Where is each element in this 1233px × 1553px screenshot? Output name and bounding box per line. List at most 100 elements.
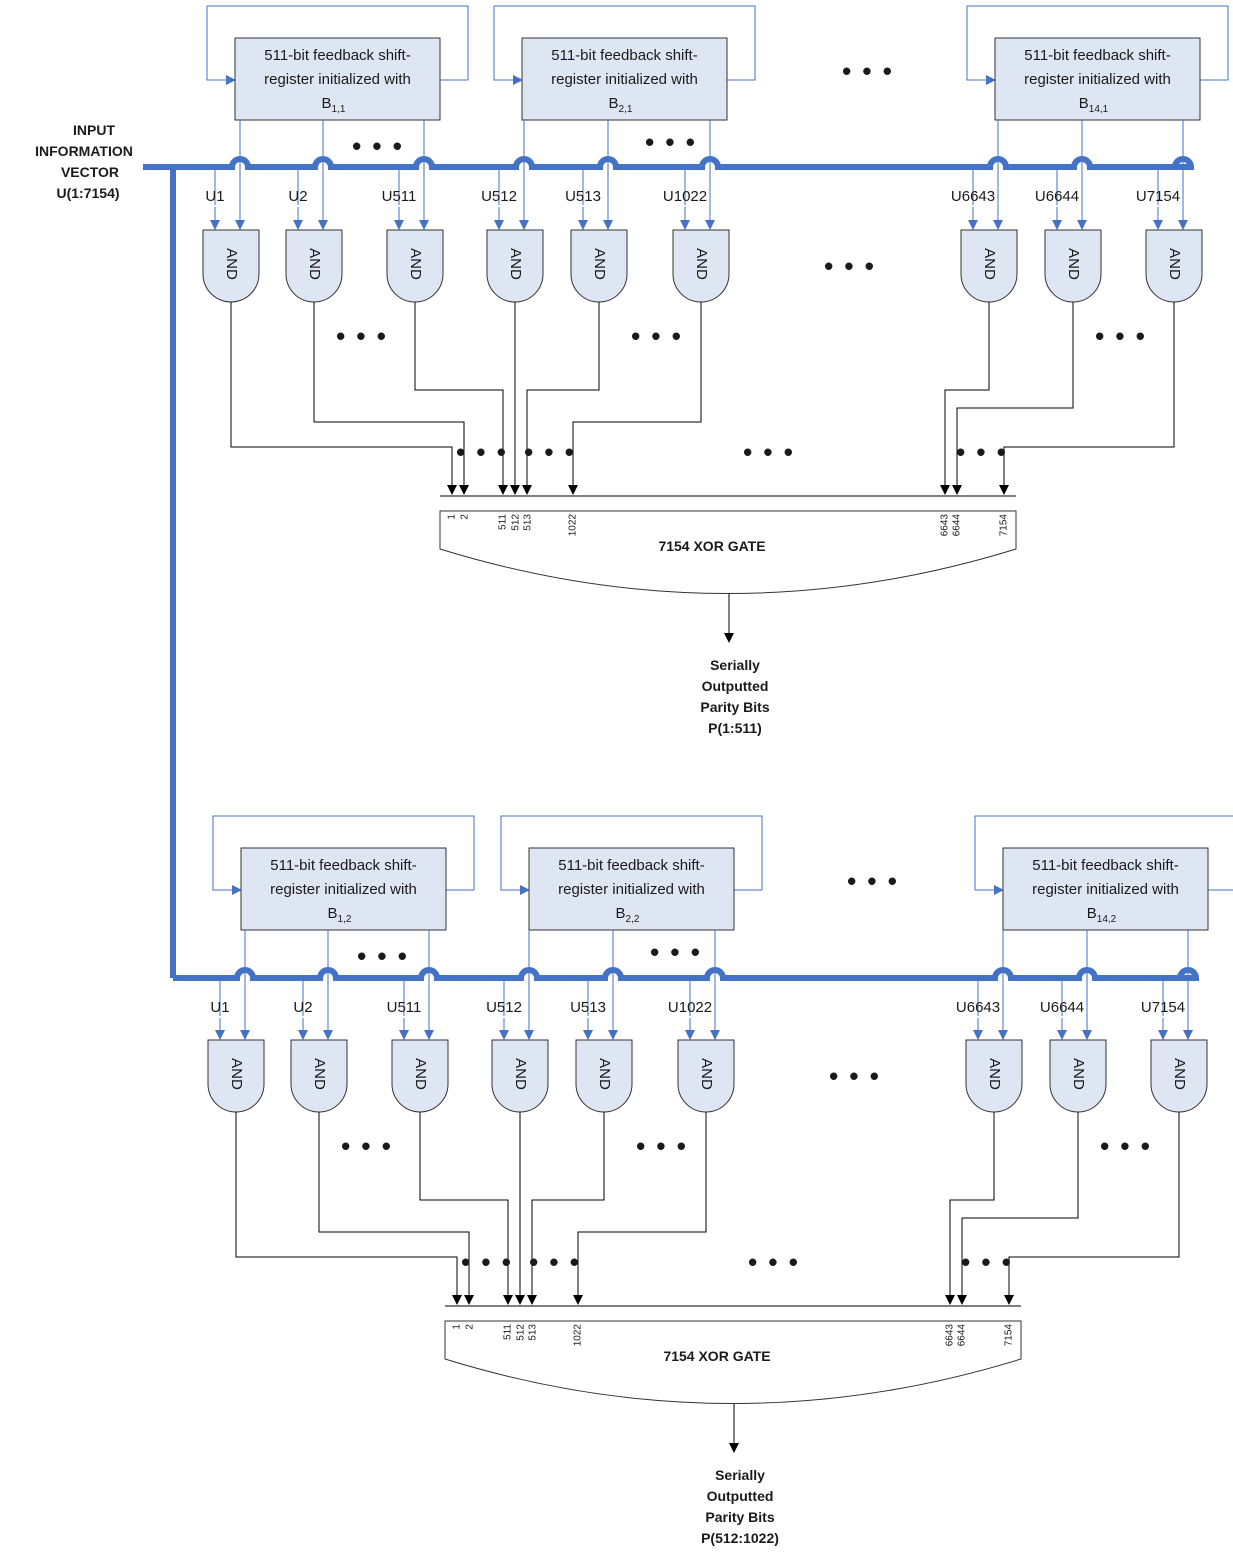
ellipsis-outputs-2: • • • xyxy=(636,1131,688,1161)
shift-register-1: 511-bit feedback shift-register initiali… xyxy=(206,5,469,230)
encoder-block-1: 511-bit feedback shift-register initiali… xyxy=(173,5,1229,736)
and-gate-label: AND xyxy=(596,1058,613,1090)
input-label: U513 xyxy=(570,999,606,1016)
register-label-line1: 511-bit feedback shift- xyxy=(558,857,704,874)
ellipsis-bus-1: • • • xyxy=(352,131,404,161)
ellipsis-xor-in-3: • • • xyxy=(743,437,795,467)
and-gate-body xyxy=(290,1039,348,1113)
input-label: U513 xyxy=(565,188,601,205)
ellipsis-and-gates: • • • xyxy=(824,251,876,281)
xor-pin-label: 1022 xyxy=(573,1324,584,1347)
and-gate-label: AND xyxy=(986,1058,1003,1090)
data-bus xyxy=(173,967,1200,981)
input-label-line4: U(1:7154) xyxy=(56,185,119,201)
input-label-line3: VECTOR xyxy=(61,164,119,180)
and-gate-label: AND xyxy=(311,1058,328,1090)
register-label-line1: 511-bit feedback shift- xyxy=(1032,857,1178,874)
ellipsis-xor-in-3: • • • xyxy=(748,1247,800,1277)
xor-pin-label: 511 xyxy=(498,514,509,530)
and-gate-body xyxy=(1150,1039,1208,1113)
and-gate-label: AND xyxy=(228,1058,245,1090)
input-label: U1 xyxy=(205,188,224,205)
input-label: U7154 xyxy=(1136,188,1180,205)
feedback-loop xyxy=(974,815,1233,895)
xor-pin-label: 6644 xyxy=(952,514,963,537)
input-label-line2: INFORMATION xyxy=(35,143,133,159)
and-gate-label: AND xyxy=(1166,248,1183,280)
register-box xyxy=(240,847,447,931)
xor-pin-label: 6644 xyxy=(957,1324,968,1347)
and-gate-body xyxy=(965,1039,1023,1113)
xor-pin-label: 512 xyxy=(511,514,522,531)
feedback-loop xyxy=(212,815,475,895)
and-gate-body xyxy=(672,229,730,303)
and-gate-body xyxy=(391,1039,449,1113)
and-output-wire-8 xyxy=(957,1112,1079,1305)
input-label: U2 xyxy=(293,999,312,1016)
ellipsis-registers: • • • xyxy=(842,56,894,86)
input-label-line1: INPUT xyxy=(73,122,115,138)
and-gate-body xyxy=(202,229,260,303)
xor-pin-label: 2 xyxy=(460,514,471,520)
and-gate-label: AND xyxy=(981,248,998,280)
and-gate-label: AND xyxy=(306,248,323,280)
register-box xyxy=(234,37,441,121)
and-gate-label: AND xyxy=(223,248,240,280)
output-label-line4: P(512:1022) xyxy=(701,1530,779,1546)
feedback-loop xyxy=(500,815,763,895)
input-label: U2 xyxy=(288,188,307,205)
xor-gate-body xyxy=(439,510,1017,594)
input-label: U512 xyxy=(486,999,522,1016)
input-label: U512 xyxy=(481,188,517,205)
register-box xyxy=(1002,847,1209,931)
and-output-wire-3 xyxy=(414,302,508,495)
and-gate-label: AND xyxy=(1070,1058,1087,1090)
xor-pin-label: 511 xyxy=(503,1324,514,1340)
and-output-wire-3 xyxy=(419,1112,513,1305)
and-output-wire-5 xyxy=(527,1112,605,1305)
and-output-wire-7 xyxy=(940,302,990,495)
output-label-line3: Parity Bits xyxy=(700,699,769,715)
and-output-wire-1 xyxy=(235,1112,462,1305)
input-label: U1022 xyxy=(663,188,707,205)
register-box xyxy=(528,847,735,931)
input-label: U511 xyxy=(387,999,422,1016)
and-gate-body xyxy=(1049,1039,1107,1113)
register-label-line2: register initialized with xyxy=(1024,71,1171,88)
and-gate-body xyxy=(575,1039,633,1113)
and-gate-body xyxy=(1145,229,1203,303)
register-label-line2: register initialized with xyxy=(1032,881,1179,898)
register-box xyxy=(994,37,1201,121)
ellipsis-outputs-3: • • • xyxy=(1100,1131,1152,1161)
and-output-wire-5 xyxy=(522,302,600,495)
data-bus xyxy=(173,156,1195,170)
xor-gate-title: 7154 XOR GATE xyxy=(663,1348,770,1364)
output-label-line2: Outputted xyxy=(702,678,769,694)
and-gate-body xyxy=(285,229,343,303)
feedback-loop xyxy=(206,5,469,85)
input-label: U6644 xyxy=(1035,188,1079,205)
xor-pin-label: 7154 xyxy=(1004,1324,1015,1347)
and-gate-body xyxy=(960,229,1018,303)
xor-gate-title: 7154 XOR GATE xyxy=(658,538,765,554)
and-output-wire-9 xyxy=(999,302,1175,495)
input-label: U6644 xyxy=(1040,999,1084,1016)
input-label: U6643 xyxy=(951,188,995,205)
ellipsis-outputs-2: • • • xyxy=(631,321,683,351)
and-output-wire-9 xyxy=(1004,1112,1180,1305)
and-gate-label: AND xyxy=(698,1058,715,1090)
encoder-block-2: 511-bit feedback shift-register initiali… xyxy=(173,815,1233,1546)
xor-pin-label: 6643 xyxy=(945,1324,956,1347)
